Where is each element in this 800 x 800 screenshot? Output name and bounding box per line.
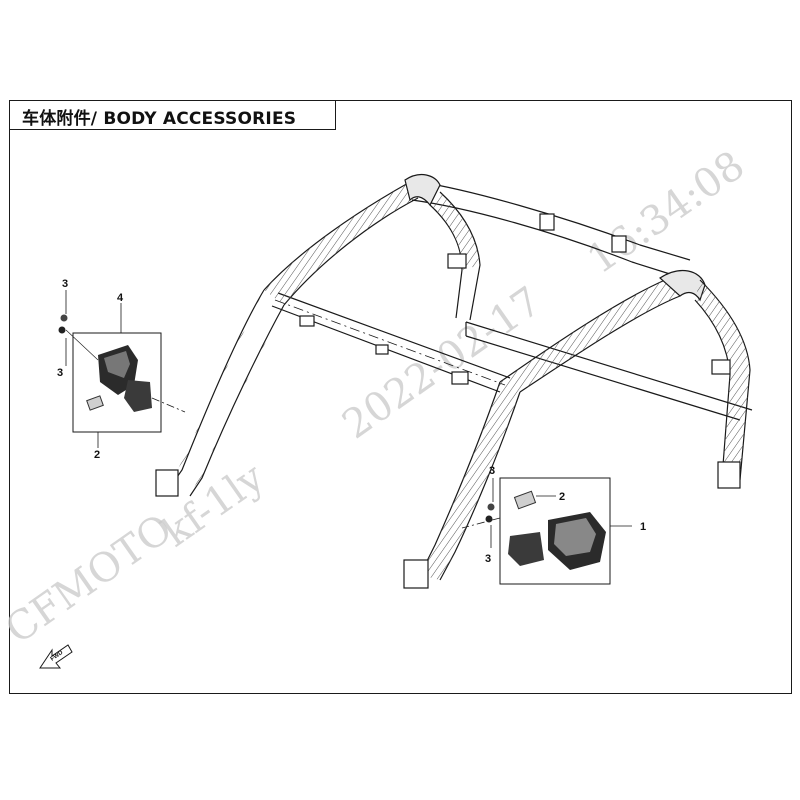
fwd-arrow-icon: FWD — [39, 644, 73, 669]
roll-cage — [155, 173, 753, 589]
right-mirror-group: 3 2 1 3 — [461, 465, 646, 585]
left-mirror-pad — [86, 395, 104, 411]
diagram-frame — [9, 100, 792, 694]
callout-left-top-3: 3 — [62, 278, 68, 290]
right-mirror-pad — [513, 490, 537, 510]
left-nut-lower — [58, 326, 66, 334]
diagram-title: 车体附件/ BODY ACCESSORIES — [22, 109, 297, 129]
rear-cross-tube — [465, 321, 753, 421]
left-mirror-clamp — [124, 380, 152, 412]
watermark-brand: CFMOTO — [0, 506, 181, 654]
left-front-pillar — [167, 289, 285, 497]
left-detail-box — [72, 332, 162, 433]
right-mirror-clamp — [508, 532, 544, 566]
callout-left-2: 2 — [94, 449, 100, 461]
left-foot-plate — [155, 469, 179, 497]
callout-left-bottom-3: 3 — [57, 367, 63, 379]
callout-right-2: 2 — [559, 491, 565, 503]
callout-right-1: 1 — [640, 521, 646, 533]
right-nut-lower — [485, 515, 493, 523]
left-nut-upper — [60, 314, 68, 322]
callout-right-top-3: 3 — [489, 465, 495, 477]
right-detail-box — [499, 477, 611, 585]
watermark-date: 2022-02-17 — [334, 278, 549, 448]
right-foot-plate — [403, 559, 429, 589]
left-mirror-group: 3 4 3 2 — [57, 278, 186, 461]
callout-right-bottom-3: 3 — [485, 553, 491, 565]
title-box — [9, 100, 336, 130]
watermark-user: kf-1ly — [154, 454, 272, 556]
watermark-time: 16:34:08 — [579, 142, 753, 283]
callout-left-4: 4 — [117, 292, 124, 304]
right-nut-upper — [487, 503, 495, 511]
rear-right-foot-plate — [717, 461, 741, 489]
